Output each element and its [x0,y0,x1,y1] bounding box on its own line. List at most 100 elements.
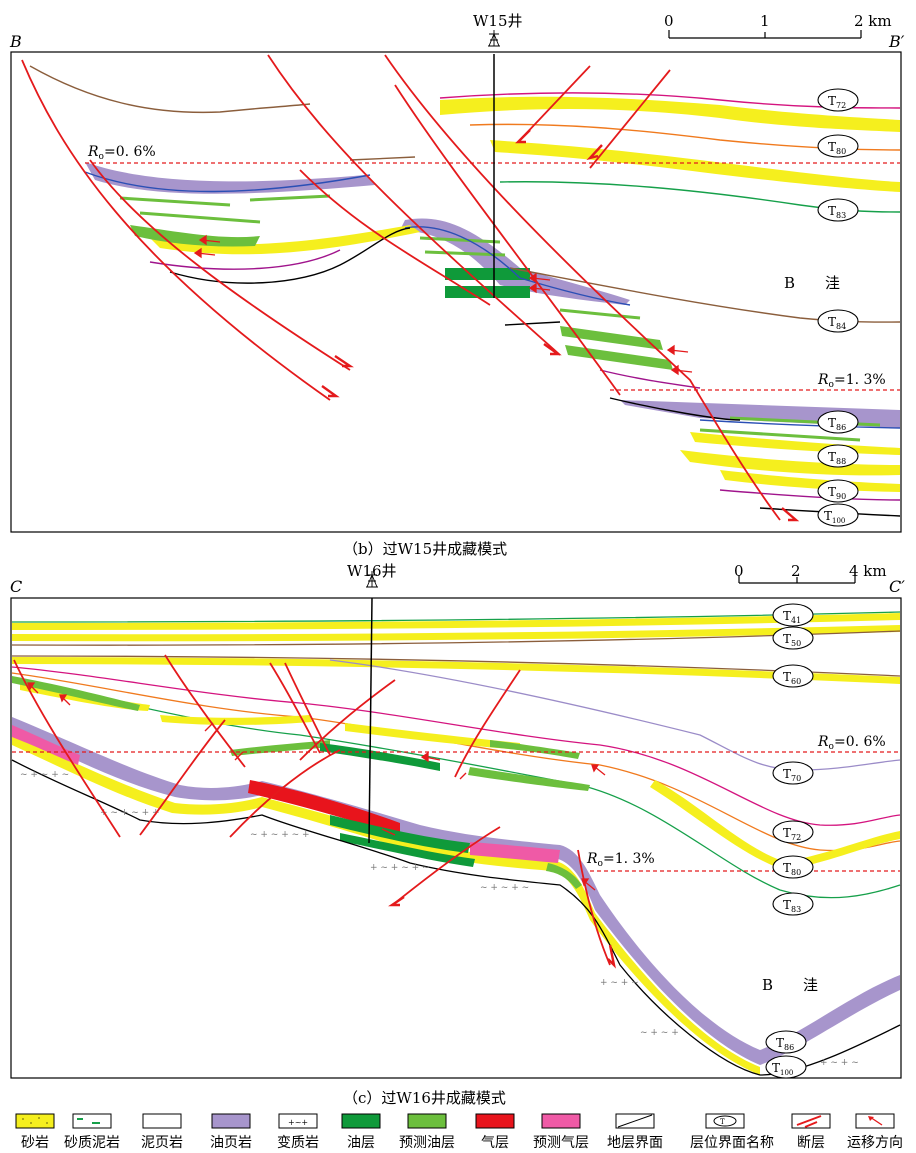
faults-c [13,654,611,966]
horizon-b-3: T84 [828,315,846,331]
svg-text:+~+: +~+ [288,1118,308,1127]
sag-label-b: B 洼 [784,274,840,292]
migration-arrows-c [27,682,606,891]
gas-layer-c [248,780,400,835]
sandstone-swatch [15,1113,55,1129]
svg-text:T70: T70 [783,767,801,783]
oil-layer-swatch [341,1113,381,1129]
migration-arrows-b [193,234,693,376]
horizon-b-2: T83 [828,204,846,220]
scale-b-tick-2: 2 km [854,12,892,30]
section-b-right-label: B′ [889,32,905,51]
legend-item-sandstone: 砂岩 [0,1113,70,1152]
cross-section-c: ~ + ~ + ~ + ~ + ~ + + ~ + ~ + ~ + + ~ + ~ … [10,571,902,1079]
scale-c-tick-2: 4 km [849,562,887,580]
predicted-gas-c [470,842,560,863]
horizon-b-7: T100 [824,509,845,525]
legend-item-predicted-oil: 预测油层 [392,1113,462,1152]
legend-item-strata-boundary: 地层界面 [600,1113,670,1152]
faults-b [21,54,781,521]
legend-item-metamorphic: +~+ 变质岩 [263,1113,333,1152]
legend-item-oil-layer: 油层 [326,1113,396,1152]
svg-text:~ + ~ + ~: ~ + ~ + ~ [480,883,529,893]
cross-section-b: T72 T80 T83 T84 T86 T88 T90 T100 Ro=0. 6… [10,30,902,533]
horizon-b-blue-mid [404,226,631,306]
mud-shale-swatch [142,1113,182,1129]
horizon-c-t70 [329,659,901,771]
svg-text:T83: T83 [783,898,801,914]
svg-text:~ + ~ + ~: ~ + ~ + ~ [20,770,69,780]
pred-oil-b-2 [565,345,673,370]
ro-label-b-bottom: Ro=1. 3% [817,372,886,390]
svg-text:T100: T100 [772,1061,793,1077]
section-c-right-label: C′ [889,577,905,596]
horizon-b-t84 [509,267,901,323]
svg-text:+ ~ + ~: + ~ + ~ [820,1058,859,1068]
section-b-left-label: B [10,32,22,51]
metamorphic-texture: ~ + ~ + ~ + ~ + ~ + + ~ + ~ + ~ + + ~ + ~ … [20,770,859,1068]
svg-text:T41: T41 [783,609,801,625]
predicted-oil-swatch [407,1113,447,1129]
scale-b-tick-0: 0 [664,12,674,30]
horizon-b-6: T90 [828,485,846,501]
horizon-ovals-c [765,603,814,1079]
horizon-b-4: T86 [828,416,846,432]
horizon-b-0: T72 [828,94,846,110]
horizon-labels-b: T72 T80 T83 T84 T86 T88 T90 T100 [824,94,846,525]
svg-text:T60: T60 [783,670,801,686]
sand-b-left-1 [150,225,420,255]
migration-arrow-icon [855,1113,895,1129]
svg-text:+ ~ + ~ + ~: + ~ + ~ + ~ [370,863,430,873]
horizon-labels-c: T41 T50 T60 T70 T72 T80 T83 T86 T100 [772,609,801,1077]
horizon-b-1: T80 [828,140,846,156]
caption-b: （b）过W15井成藏模式 [343,540,508,558]
sand-b-t80 [490,140,900,192]
ro-label-c-top: Ro=0. 6% [817,734,886,752]
well-w16 [366,571,378,844]
horizon-b-blue-left [84,171,371,193]
svg-text:+ ~ + ~ + +: + ~ + ~ + + [100,808,160,818]
horizon-c-t72 [11,666,901,826]
horizon-c-t80 [11,672,901,852]
svg-text:T80: T80 [783,861,801,877]
horizon-oval-icon: T [705,1113,745,1129]
scale-bar-b [668,30,862,39]
svg-text:+ ~ + ~: + ~ + ~ [600,978,639,988]
horizon-b-5: T88 [828,450,846,466]
horizon-b-t83 [499,181,901,213]
fault-arrows-b [321,129,800,522]
legend-item-oil-shale: 油页岩 [196,1113,266,1152]
pred-oil-b-3 [130,225,260,247]
scale-c-tick-0: 0 [734,562,744,580]
pred-oil-lenses-b [119,194,881,442]
pred-oil-b-1 [560,326,663,350]
gas-layer-swatch [475,1113,515,1129]
oil-layer-b-2 [445,286,530,298]
svg-text:T50: T50 [783,632,801,648]
sand-b-t72 [440,96,900,132]
sand-c-t50 [12,625,900,642]
metamorphic-swatch: +~+ [278,1113,318,1129]
caption-c: （c）过W16井成藏模式 [343,1089,506,1107]
predicted-gas-swatch [541,1113,581,1129]
scale-bar-c [738,575,856,584]
scale-c-tick-1: 2 [791,562,801,580]
scale-b-tick-1: 1 [760,12,770,30]
legend-item-gas-layer: 气层 [460,1113,530,1152]
oil-shale-swatch [211,1113,251,1129]
legend-item-fault: 断层 [776,1113,846,1152]
strata-boundary-swatch [615,1113,655,1129]
sandy-mudstone-swatch [72,1113,112,1129]
sand-c-t60 [12,657,900,684]
svg-text:~ + ~ +: ~ + ~ + [640,1028,679,1038]
fault-arrows-c [388,896,616,969]
ro-label-c-bottom: Ro=1. 3% [586,851,655,869]
legend-item-sandy-mudstone: 砂质泥岩 [57,1113,127,1152]
svg-text:T72: T72 [783,826,801,842]
svg-text:T86: T86 [776,1036,794,1052]
well-w15 [488,30,500,298]
svg-text:~ + ~ + ~ +: ~ + ~ + ~ + [250,830,310,840]
horizon-ovals-b [817,88,859,527]
legend-item-horizon-name: T 层位界面名称 [690,1113,774,1152]
sand-b-right-1 [680,450,900,476]
